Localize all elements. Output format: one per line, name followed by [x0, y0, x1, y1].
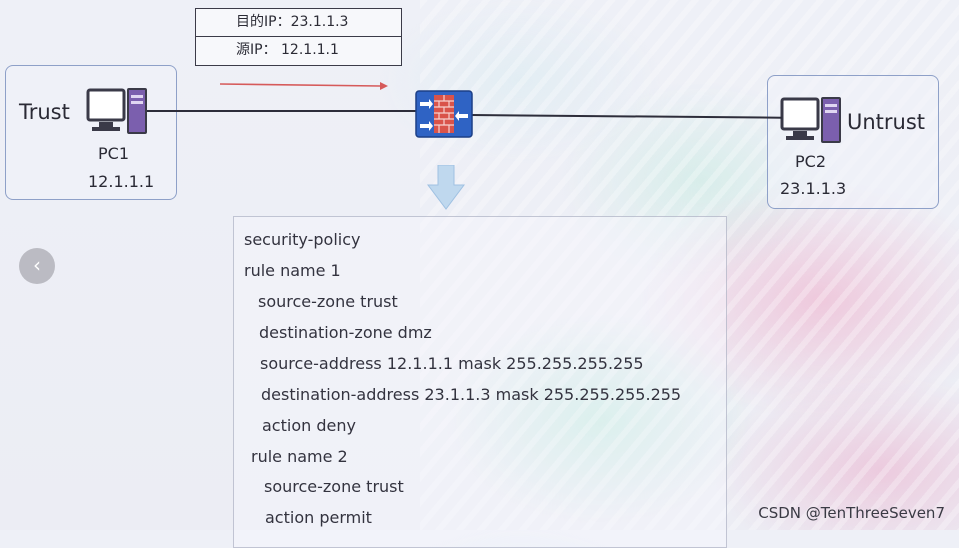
src-ip-label: 源IP： 12.1.1.1: [196, 36, 401, 64]
trust-zone: Trust PC1 12.1.1.1: [5, 65, 177, 200]
untrust-zone-label: Untrust: [847, 110, 926, 134]
config-line: source-address 12.1.1.1 mask 255.255.255…: [260, 354, 644, 373]
previous-image-button[interactable]: ‹: [19, 248, 55, 284]
firewall-icon: [415, 90, 473, 138]
security-policy-panel: security-policy rule name 1 source-zone …: [233, 216, 727, 548]
config-line: source-zone trust: [258, 292, 398, 311]
watermark: CSDN @TenThreeSeven7: [758, 504, 945, 522]
config-line: rule name 1: [244, 261, 341, 280]
config-line: security-policy: [244, 230, 361, 249]
config-line: rule name 2: [251, 447, 348, 466]
config-line: action deny: [262, 416, 356, 435]
chevron-left-icon: ‹: [33, 253, 41, 277]
dest-ip-label: 目的IP：23.1.1.3: [236, 14, 349, 30]
config-line: action permit: [265, 508, 372, 527]
trust-zone-label: Trust: [19, 100, 70, 124]
config-line: destination-zone dmz: [259, 323, 432, 342]
computer-icon: [780, 97, 841, 143]
pc1-ip: 12.1.1.1: [88, 172, 155, 191]
config-line: destination-address 23.1.1.3 mask 255.25…: [261, 385, 682, 404]
flow-direction-arrow: [220, 82, 388, 90]
pc1-name: PC1: [98, 144, 129, 163]
untrust-zone: Untrust PC2 23.1.1.3: [767, 75, 939, 209]
link-firewall-pc2: [470, 114, 782, 119]
config-line: source-zone trust: [264, 477, 404, 496]
down-arrow-icon: [427, 165, 465, 210]
computer-icon: [86, 88, 147, 134]
packet-info-box: 目的IP：23.1.1.3 源IP： 12.1.1.1: [195, 8, 402, 66]
pc2-ip: 23.1.1.3: [780, 179, 847, 198]
pc2-name: PC2: [795, 152, 826, 171]
link-pc1-firewall: [147, 110, 417, 112]
